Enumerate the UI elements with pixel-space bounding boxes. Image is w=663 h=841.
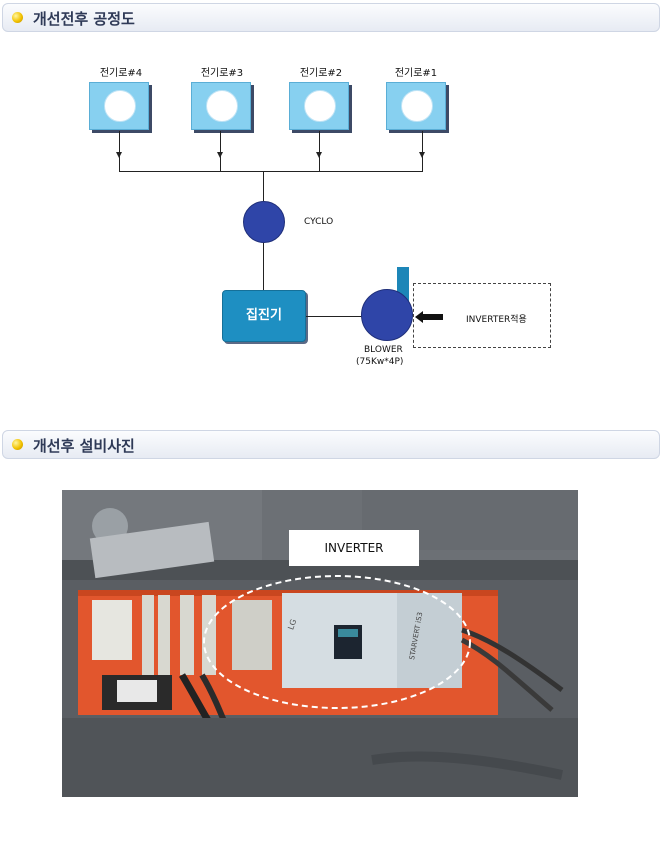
- inverter-callout: INVERTER: [289, 530, 419, 566]
- equipment-photo: INVERTER LG STARVERT iS3: [62, 490, 578, 797]
- furnace-opening: [401, 90, 433, 122]
- connector-line: [119, 131, 120, 171]
- inverter-label: INVERTER적용: [466, 315, 527, 325]
- furnace-label: 전기로#3: [200, 68, 244, 79]
- connector-line: [306, 316, 362, 317]
- bullet-icon: [12, 12, 23, 23]
- inverter-boundary: [413, 283, 551, 348]
- arrow-down-icon: [419, 152, 425, 158]
- section-title: 개선후 설비사진: [33, 437, 135, 455]
- blower-label: BLOWER: [364, 345, 403, 355]
- connector-line: [319, 131, 320, 171]
- furnace-opening: [304, 90, 336, 122]
- blower-spec: (75Kw*4P): [356, 357, 404, 367]
- furnace-box: [191, 82, 251, 130]
- furnace-box: [386, 82, 446, 130]
- furnace-label: 전기로#1: [394, 68, 438, 79]
- arrow-left-icon: [415, 311, 443, 323]
- arrow-down-icon: [316, 152, 322, 158]
- arrow-down-icon: [217, 152, 223, 158]
- furnace-label: 전기로#2: [299, 68, 343, 79]
- connector-line: [263, 171, 264, 201]
- section-title: 개선전후 공정도: [33, 10, 135, 28]
- cyclo-label: CYCLO: [304, 217, 334, 227]
- arrow-down-icon: [116, 152, 122, 158]
- connector-line: [220, 131, 221, 171]
- connector-line: [422, 131, 423, 171]
- bullet-icon: [12, 439, 23, 450]
- furnace-opening: [104, 90, 136, 122]
- furnace-box: [89, 82, 149, 130]
- section-header-photo: 개선후 설비사진: [2, 430, 660, 459]
- connector-line: [263, 243, 264, 290]
- section-header-process: 개선전후 공정도: [2, 3, 660, 32]
- furnace-opening: [206, 90, 238, 122]
- blower-node: [361, 289, 413, 341]
- furnace-box: [289, 82, 349, 130]
- dust-collector-box: 집진기: [222, 290, 306, 342]
- cyclo-node: [243, 201, 285, 243]
- furnace-label: 전기로#4: [99, 68, 143, 79]
- manifold-line: [119, 171, 423, 172]
